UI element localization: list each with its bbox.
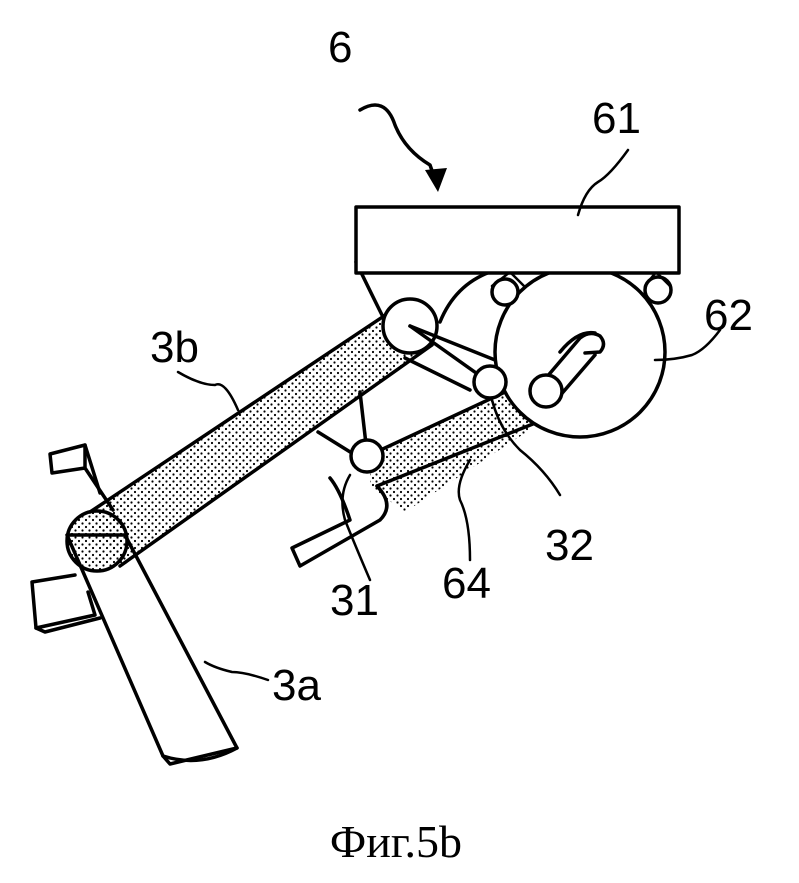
assembly-arrow	[358, 103, 447, 192]
label-pin-upper: 32	[545, 521, 594, 570]
label-slot-lever: 64	[442, 559, 491, 608]
pin-32	[472, 364, 508, 400]
pin-right	[528, 373, 564, 409]
leader-lines	[176, 148, 722, 682]
mount-bracket-lower	[30, 573, 102, 634]
mount-bracket-upper	[48, 443, 115, 512]
label-wheel: 62	[704, 291, 753, 340]
label-upper-link: 3b	[150, 323, 199, 372]
housing-rollers	[490, 270, 673, 307]
pin-31	[349, 438, 385, 474]
label-assembly: 6	[328, 23, 352, 72]
label-lower-arm: 3a	[272, 661, 321, 710]
figure-caption: Фиг.5b	[330, 816, 462, 867]
housing-61	[354, 205, 681, 275]
upper-link-3b	[65, 297, 439, 573]
wheel-62	[493, 265, 667, 439]
label-pin-lower: 31	[330, 576, 379, 625]
label-housing: 61	[592, 94, 641, 143]
